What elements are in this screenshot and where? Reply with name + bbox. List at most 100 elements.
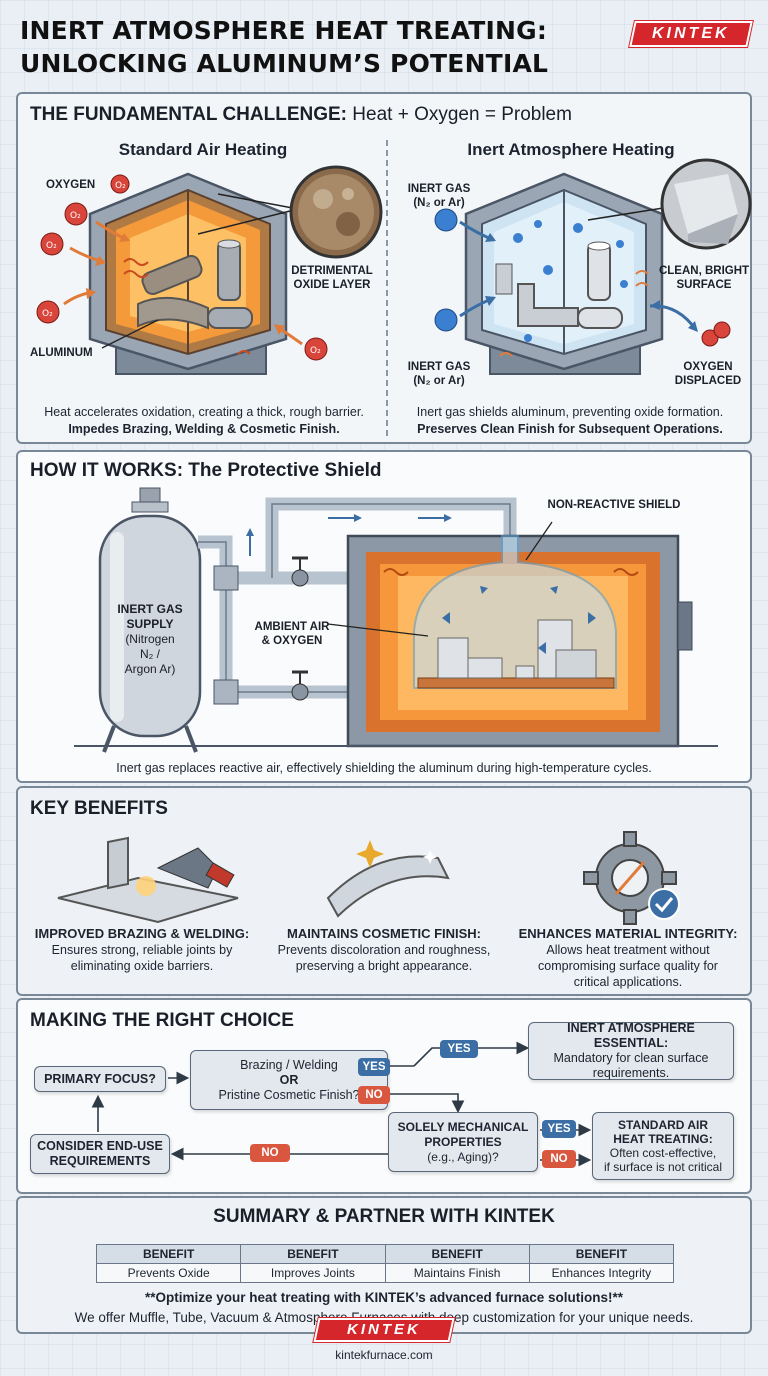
standard-air-text-2: if surface is not critical <box>603 1160 723 1174</box>
inert-essential-text-1: Mandatory for clean surface <box>553 1051 709 1065</box>
inert-essential-text-2: requirements. <box>592 1066 670 1080</box>
benefit-2-text-1: Prevents discoloration and roughness, <box>277 943 491 957</box>
svg-text:O₂: O₂ <box>310 346 321 356</box>
kintek-logo-top: KINTEK <box>629 21 753 47</box>
decision-title: MAKING THE RIGHT CHOICE <box>30 1010 294 1031</box>
summary-header-3: BENEFIT <box>384 1244 530 1264</box>
label-inert-gas-bottom-2: (N₂ or Ar) <box>413 375 465 387</box>
tank-label-5: Argon Ar) <box>124 662 176 676</box>
page-header: INERT ATMOSPHERE HEAT TREATING: UNLOCKIN… <box>20 14 620 80</box>
summary-cell-2: Improves Joints <box>240 1263 386 1283</box>
brazing-question-or: OR <box>279 1072 299 1087</box>
label-aluminum: ALUMINUM <box>30 347 93 359</box>
standard-air-text-1: Often cost-effective, <box>609 1146 717 1160</box>
svg-text:O₂: O₂ <box>46 241 57 251</box>
label-oxide-layer: DETRIMENTAL OXIDE LAYER <box>291 265 373 291</box>
summary-cell-4: Enhances Integrity <box>528 1263 675 1283</box>
summary-header-4: BENEFIT <box>528 1244 675 1264</box>
tank-label-1: INERT GAS <box>117 602 183 616</box>
summary-cell-3: Maintains Finish <box>384 1263 530 1283</box>
inert-furnace-illustration <box>434 158 752 375</box>
standard-air-title-1: STANDARD AIR <box>618 1118 708 1132</box>
air-heating-caption: Heat accelerates oxidation, creating a t… <box>24 404 384 438</box>
tank-label: INERT GAS SUPPLY (Nitrogen N₂ / Argon Ar… <box>108 602 192 677</box>
ambient-air-label-1: AMBIENT AIR <box>254 621 330 633</box>
label-inert-gas-top-2: (N₂ or Ar) <box>413 197 465 209</box>
standard-air-box: STANDARD AIR HEAT TREATING: Often cost-e… <box>592 1112 734 1180</box>
summary-cell-1: Prevents Oxide <box>95 1263 242 1283</box>
yes-pill-3: YES <box>542 1120 576 1138</box>
website-link[interactable]: kintekfurnace.com <box>335 1348 433 1362</box>
consider-text-1: CONSIDER END-USE <box>37 1139 163 1153</box>
page-title-line-2: UNLOCKING ALUMINUM’S POTENTIAL <box>20 49 549 78</box>
benefit-3-text: Allows heat treatment without compromisi… <box>508 942 748 990</box>
benefit-1-text: Ensures strong, reliable joints by elimi… <box>22 942 262 974</box>
how-it-works-caption: Inert gas replaces reactive air, effecti… <box>116 761 652 775</box>
inert-heating-caption-text: Inert gas shields aluminum, preventing o… <box>416 405 724 419</box>
label-inert-gas-top-1: INERT GAS <box>407 183 471 195</box>
summary-cta: We offer Muffle, Tube, Vacuum & Atmosphe… <box>74 1310 694 1325</box>
tank-label-3: (Nitrogen <box>125 632 175 646</box>
no-pill-1: NO <box>358 1086 390 1104</box>
inert-heating-title: Inert Atmosphere Heating <box>467 140 675 159</box>
brazing-question-2: Pristine Cosmetic Finish? <box>218 1087 360 1102</box>
challenge-title-bold: THE FUNDAMENTAL CHALLENGE: <box>30 104 347 125</box>
tank-label-4: N₂ / <box>140 647 160 661</box>
ambient-air-label-2: & OXYGEN <box>261 635 323 647</box>
air-heating-caption-bold: Impedes Brazing, Welding & Cosmetic Fini… <box>68 422 340 436</box>
shield-label: NON-REACTIVE SHIELD <box>547 499 681 511</box>
consider-box: CONSIDER END-USE REQUIREMENTS <box>30 1134 170 1174</box>
no-pill-3: NO <box>250 1144 290 1162</box>
how-it-works-section: HOW IT WORKS: The Protective Shield <box>16 450 752 783</box>
summary-section: SUMMARY & PARTNER WITH KINTEK BENEFIT BE… <box>16 1196 752 1334</box>
kintek-logo-bottom: KINTEK <box>313 1318 455 1342</box>
benefit-3-text-1: Allows heat treatment without <box>546 943 710 957</box>
consider-text-2: REQUIREMENTS <box>49 1154 151 1168</box>
label-oxygen-displaced-2: DISPLACED <box>674 375 742 387</box>
footer-brand-label: KINTEK <box>347 1321 421 1338</box>
summary-cta-bold: **Optimize your heat treating with KINTE… <box>144 1290 624 1305</box>
label-clean-surface: CLEAN, BRIGHT SURFACE <box>658 265 750 291</box>
label-inert-gas-top: INERT GAS (N₂ or Ar) <box>404 182 474 210</box>
benefit-3-text-3: critical applications. <box>573 975 683 989</box>
inert-heating-caption: Inert gas shields aluminum, preventing o… <box>390 404 750 438</box>
brazing-question-box: Brazing / Welding OR Pristine Cosmetic F… <box>190 1050 388 1110</box>
mechanical-question-2: PROPERTIES <box>424 1134 502 1149</box>
label-oxygen: OXYGEN <box>46 179 96 191</box>
benefit-3-title: ENHANCES MATERIAL INTEGRITY: <box>518 926 738 941</box>
benefits-title: KEY BENEFITS <box>30 798 168 819</box>
benefit-2-text-2: preserving a bright appearance. <box>295 959 473 973</box>
page-title-line-1: INERT ATMOSPHERE HEAT TREATING: <box>20 16 548 45</box>
section-divider <box>386 140 388 436</box>
mechanical-question-1: SOLELY MECHANICAL <box>397 1119 529 1134</box>
challenge-section: THE FUNDAMENTAL CHALLENGE: Heat + Oxygen… <box>16 92 752 444</box>
protective-shield-diagram <box>74 487 718 753</box>
air-heating-title: Standard Air Heating <box>118 140 288 159</box>
standard-air-title-2: HEAT TREATING: <box>613 1132 713 1146</box>
welding-icon <box>57 836 239 924</box>
benefit-3-text-2: compromising surface quality for <box>538 959 718 973</box>
yes-pill-2: YES <box>440 1040 478 1058</box>
svg-text:O₂: O₂ <box>115 181 126 191</box>
how-it-works-title: HOW IT WORKS: The Protective Shield <box>30 460 382 481</box>
inert-heating-caption-bold: Preserves Clean Finish for Subsequent Op… <box>417 422 723 436</box>
primary-focus-box: PRIMARY FOCUS? <box>34 1066 166 1092</box>
air-furnace-illustration: O₂ O₂ O₂ O₂ O₂ <box>36 165 383 375</box>
benefit-2-title: MAINTAINS COSMETIC FINISH: <box>286 926 482 941</box>
mechanical-question-3: (e.g., Aging)? <box>427 1149 499 1164</box>
brand-label: KINTEK <box>652 25 730 42</box>
benefit-1-title: IMPROVED BRAZING & WELDING: <box>34 926 250 941</box>
benefit-2-text: Prevents discoloration and roughness, pr… <box>264 942 504 974</box>
inert-essential-box: INERT ATMOSPHERE ESSENTIAL: Mandatory fo… <box>528 1021 734 1080</box>
gear-check-icon <box>583 831 680 925</box>
brazing-question-1: Brazing / Welding <box>240 1057 338 1072</box>
decision-section: MAKING THE RIGHT CHOICE PRIMARY FOCUS? B… <box>16 998 752 1194</box>
label-oxygen-displaced-1: OXYGEN <box>683 361 733 373</box>
air-heating-caption-text: Heat accelerates oxidation, creating a t… <box>44 405 364 419</box>
svg-text:O₂: O₂ <box>42 309 53 319</box>
summary-header-1: BENEFIT <box>95 1244 242 1264</box>
summary-header-2: BENEFIT <box>240 1244 386 1264</box>
summary-title: SUMMARY & PARTNER WITH KINTEK <box>213 1206 555 1227</box>
label-inert-gas-bottom-1: INERT GAS <box>407 361 471 373</box>
no-pill-2: NO <box>542 1150 576 1168</box>
